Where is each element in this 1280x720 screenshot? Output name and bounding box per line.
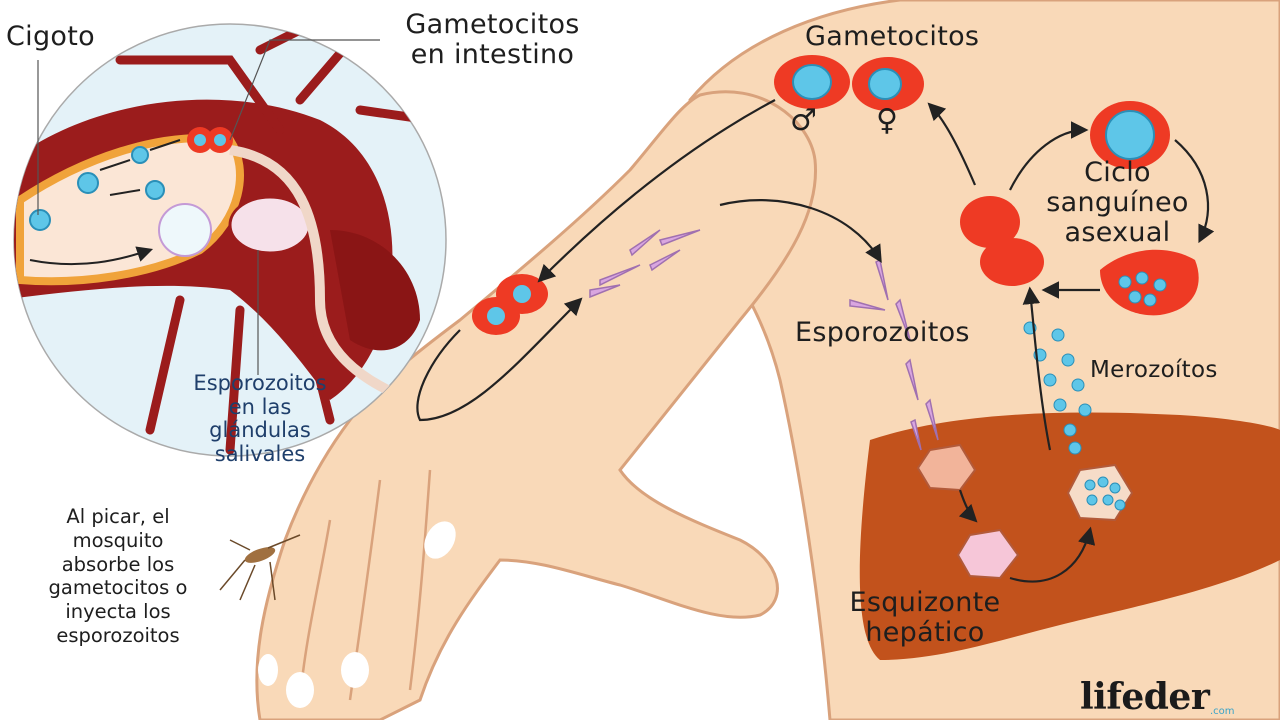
arm-shape: [255, 90, 818, 720]
label-line: mosquito: [72, 528, 164, 552]
label-esporozoitos: Esporozoitos: [795, 317, 970, 348]
gut-arrows: [29, 139, 181, 264]
label-line: Gametocitos: [405, 9, 580, 40]
mosquito-legs: [115, 24, 435, 455]
label-gametocitos: Gametocitos: [805, 21, 980, 52]
fingernail: [341, 652, 369, 688]
male-gametocyte: [774, 55, 850, 109]
salivary-gland: [228, 195, 312, 255]
fingernail: [424, 521, 456, 559]
sporozoites-arm: [589, 229, 701, 299]
merozoite-trail: [1023, 321, 1092, 455]
label-gametocitos-intestino: Gametocitos en intestino: [395, 9, 590, 71]
label-line: inyecta los: [65, 600, 171, 624]
liver-merozoites: [1084, 476, 1126, 511]
label-esquizonte-hepatico: Esquizonte hepático: [835, 587, 1015, 649]
lifeder-logo-suffix: .com: [1210, 706, 1235, 717]
label-ciclo-sanguineo: Ciclo sanguíneo asexual: [1030, 157, 1205, 249]
male-symbol: ♂: [790, 103, 817, 138]
proboscis-tube: [229, 145, 412, 405]
fingernail: [286, 672, 314, 708]
arm-gametocytes: [472, 274, 548, 335]
label-line: sanguíneo: [1046, 187, 1189, 219]
label-cigoto: Cigoto: [6, 21, 95, 52]
lifecycle-arrows: [416, 99, 1215, 583]
fingernail: [258, 654, 278, 686]
label-line: absorbe los: [61, 552, 175, 576]
label-line: Esporozoitos: [193, 371, 327, 395]
label-line: asexual: [1064, 217, 1171, 249]
label-line: en intestino: [410, 39, 575, 71]
female-gametocyte: [852, 57, 924, 111]
label-line: salivales: [214, 441, 306, 466]
label-line: hepático: [865, 617, 985, 649]
female-symbol: ♀: [876, 103, 898, 138]
label-line: gametocitos o: [48, 576, 188, 600]
label-line: glándulas: [209, 418, 311, 443]
mosquito-head: [330, 230, 420, 351]
lifeder-logo[interactable]: lifeder: [1080, 676, 1210, 718]
label-line: Esquizonte: [849, 587, 1001, 618]
gut-parasites: [29, 146, 165, 231]
red-blood-cell-icon: [1090, 101, 1170, 169]
gut-gametocytes: [187, 127, 233, 153]
small-mosquito-icon: [219, 534, 301, 601]
label-line: esporozoitos: [56, 623, 180, 647]
oocyst: [158, 203, 212, 257]
label-leader-gametocitos: [229, 39, 380, 141]
label-line: en las: [228, 394, 292, 419]
red-blood-cells-cluster: [960, 196, 1044, 286]
label-line: Al picar, el: [66, 505, 170, 528]
label-line: Ciclo: [1084, 157, 1151, 188]
label-merozoitos: Merozoítos: [1090, 357, 1218, 383]
label-bite-note: Al picar, el mosquito absorbe los gameto…: [18, 505, 218, 648]
sporozoites-chest: [849, 258, 939, 451]
label-glandulas-salivales: Esporozoitos en las glándulas salivales: [160, 371, 360, 466]
ruptured-red-cell: [1100, 249, 1199, 316]
